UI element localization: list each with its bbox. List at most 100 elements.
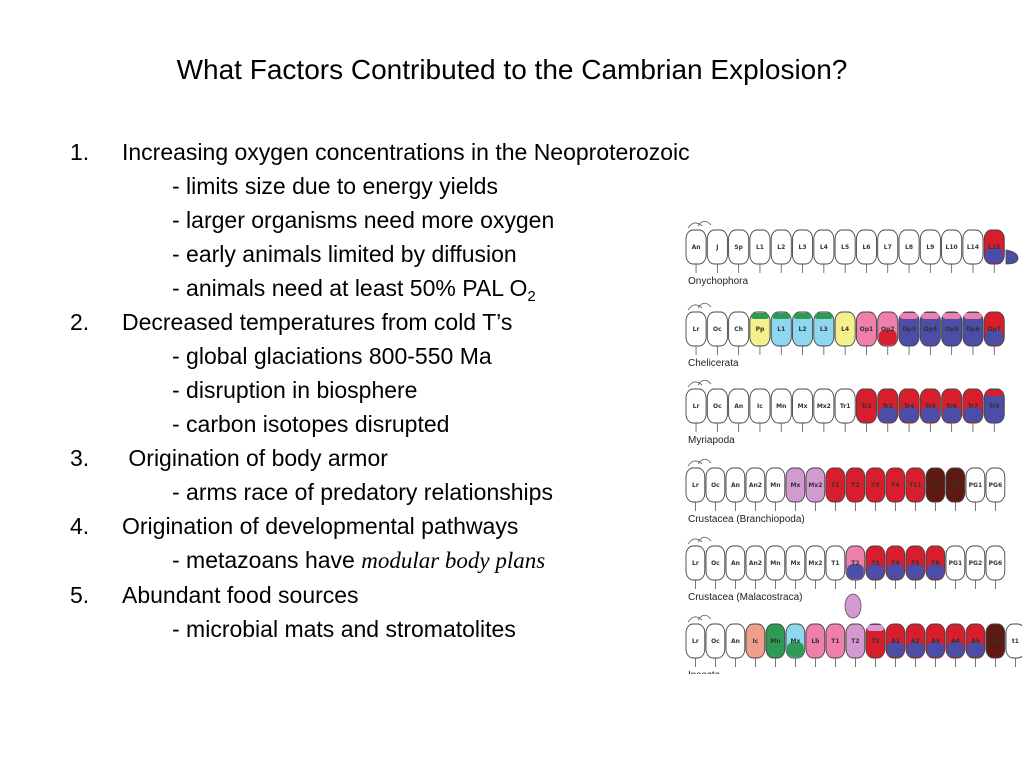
segment-label: An xyxy=(731,638,740,645)
factor-3-point-1: - arms race of predatory relationships xyxy=(172,479,553,505)
segment: L7 xyxy=(877,229,899,273)
segment-label: T4 xyxy=(891,560,899,567)
segment-label: PG1 xyxy=(969,482,983,489)
segment-label: Tr6 xyxy=(946,403,957,410)
segment: A3 xyxy=(925,623,946,667)
segment-label: A1 xyxy=(891,638,900,645)
segment-label: T1 xyxy=(831,560,839,567)
segment: L1 xyxy=(749,229,771,273)
segment: PG1 xyxy=(945,545,966,589)
segment: T2 xyxy=(845,545,866,589)
segment-label: Mn xyxy=(770,560,780,567)
segment-bottom-band xyxy=(967,642,984,657)
segment-bottom-band xyxy=(900,407,919,422)
segment-label: Tr8 xyxy=(989,403,1000,410)
segment-bottom-band xyxy=(947,642,964,657)
segment: t1 xyxy=(1005,623,1022,667)
segment-label: Ch xyxy=(734,326,743,333)
segment-top-band xyxy=(963,313,982,319)
segment: Mn xyxy=(765,623,786,667)
segment-label: Lr xyxy=(693,403,700,410)
modular-body-plans: modular body plans xyxy=(361,548,546,573)
segment-label: A5 xyxy=(971,638,980,645)
segment-label: L15 xyxy=(988,244,1000,251)
segment-label: G2 xyxy=(951,482,960,489)
segment-label: T2 xyxy=(851,482,859,489)
segment-bottom-band xyxy=(887,564,904,579)
segment: Op4 xyxy=(919,311,941,355)
segment-label: L1 xyxy=(756,244,764,251)
segment-label: Oc xyxy=(711,638,720,645)
segment-bottom-band xyxy=(921,407,940,422)
segment-label: An xyxy=(734,403,743,410)
segment: Oc xyxy=(705,623,726,667)
segment-bottom-band xyxy=(927,564,944,579)
segment-label: Mx2 xyxy=(817,403,831,410)
segment: Oc xyxy=(706,311,728,355)
factor-5-point-1: - microbial mats and stromatolites xyxy=(172,616,516,642)
segment-label: Lr xyxy=(693,326,700,333)
organism-row-5: LrOcAnIcMnMxLbT1T2T3A1A2A3A4A5A8t1Insect… xyxy=(685,614,1022,674)
segment-top-band xyxy=(867,625,884,631)
segment-label: A4 xyxy=(951,638,960,645)
factor-4-point-1: - metazoans have modular body plans xyxy=(172,548,546,573)
segment-label: L3 xyxy=(799,244,807,251)
segment: Tr2 xyxy=(855,388,877,432)
segment-bottom-band xyxy=(847,564,864,579)
segment: An xyxy=(725,545,746,589)
segment: Oc xyxy=(705,545,726,589)
segment-label: PG2 xyxy=(969,560,983,567)
segment-label: Mx xyxy=(798,403,808,410)
segment: L6 xyxy=(855,229,877,273)
segment: L1 xyxy=(770,311,792,355)
segment: Oc xyxy=(706,388,728,432)
segment-label: L2 xyxy=(777,244,785,251)
segment: Pp xyxy=(749,311,771,355)
segment: L4 xyxy=(813,229,835,273)
segment-top-band xyxy=(985,390,1004,396)
pal-text: - animals need at least 50% PAL O xyxy=(172,275,528,301)
segment: An xyxy=(728,388,750,432)
segment: An xyxy=(725,623,746,667)
segment-label: A3 xyxy=(931,638,940,645)
organism-name: Myriapoda xyxy=(688,435,735,446)
segment: Tr4 xyxy=(898,388,920,432)
segment-label: PG1 xyxy=(949,560,963,567)
segment-label: Tr7 xyxy=(968,403,979,410)
segment: L3 xyxy=(813,311,835,355)
factor-1-heading: Increasing oxygen concentrations in the … xyxy=(122,139,690,165)
segment-label: T1 xyxy=(831,638,839,645)
tail-lobe-mark xyxy=(1005,249,1019,265)
segment: T1 xyxy=(825,623,846,667)
segment: Mx2 xyxy=(805,467,826,511)
segment: An xyxy=(685,229,707,273)
segment-label: An2 xyxy=(749,560,762,567)
segment: A5 xyxy=(965,623,986,667)
head-hook-mark xyxy=(687,379,712,388)
segment: L4 xyxy=(834,311,856,355)
segment: PG1 xyxy=(965,467,986,511)
factor-1-point-1: - limits size due to energy yields xyxy=(172,173,498,199)
organism-name: Chelicerata xyxy=(688,358,739,369)
segment: Mx xyxy=(792,388,814,432)
segment: PG2 xyxy=(965,545,986,589)
factor-2-heading: Decreased temperatures from cold T’s xyxy=(122,309,513,335)
segment-label: G1 xyxy=(931,482,940,489)
segment-bottom-band xyxy=(985,330,1004,345)
organism-name: Crustacea (Malacostraca) xyxy=(688,592,802,603)
segment-label: Ic xyxy=(753,638,759,645)
segment: Mx xyxy=(785,623,806,667)
segment-label: A8 xyxy=(991,638,1000,645)
factor-2-point-2: - disruption in biosphere xyxy=(172,377,418,403)
segment-label: T8 xyxy=(931,560,939,567)
segment-label: Tr5 xyxy=(925,403,936,410)
segment: T11 xyxy=(905,467,926,511)
segment: Lr xyxy=(685,388,707,432)
segment: Ic xyxy=(749,388,771,432)
segment: A2 xyxy=(905,623,926,667)
